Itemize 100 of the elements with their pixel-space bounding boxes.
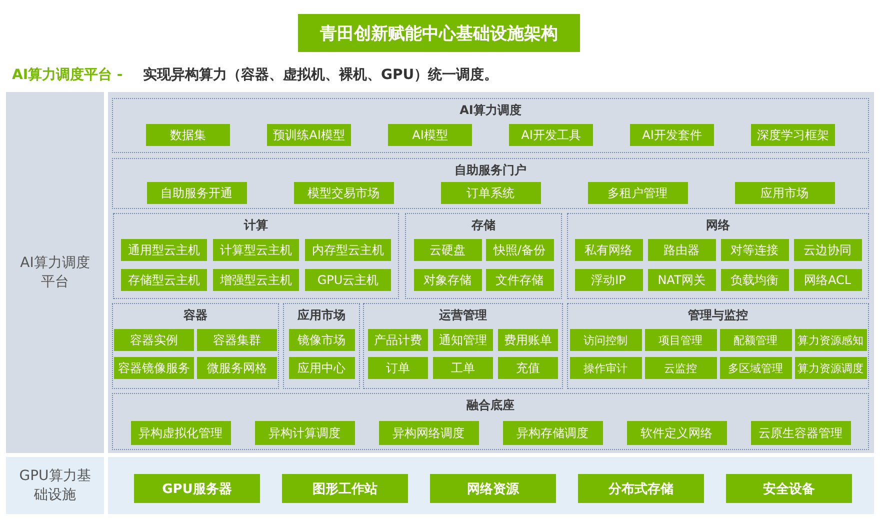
layer-label-panel bbox=[6, 457, 104, 514]
module-tile bbox=[720, 357, 792, 379]
module-tile bbox=[197, 329, 277, 351]
module-label: 算力资源调度 bbox=[798, 360, 864, 376]
module-label: 对象存储 bbox=[424, 272, 472, 288]
module-label: 浮动IP bbox=[591, 272, 626, 288]
module-label: 计算型云主机 bbox=[220, 242, 292, 258]
module-label: 图形工作站 bbox=[312, 480, 378, 498]
group-title: 自助服务门户 bbox=[454, 162, 528, 179]
module-label: 微服务网格 bbox=[207, 360, 267, 376]
module-label: 分布式存储 bbox=[608, 480, 674, 498]
module-tile bbox=[720, 269, 788, 291]
module-label: GPU云主机 bbox=[317, 272, 379, 288]
page-title: 青田创新赋能中心基础设施架构 bbox=[298, 14, 580, 52]
module-label: 私有网络 bbox=[584, 242, 632, 258]
module-label: 通知管理 bbox=[439, 332, 487, 348]
module-tile bbox=[430, 474, 556, 503]
module-label: 异构网络调度 bbox=[392, 424, 464, 442]
module-tile bbox=[305, 269, 391, 291]
layer-label: AI算力调度平台 bbox=[19, 254, 91, 292]
module-group-panel bbox=[112, 158, 869, 209]
module-tile bbox=[720, 239, 788, 261]
module-label: 增强型云主机 bbox=[220, 272, 292, 288]
module-label: 容器集群 bbox=[213, 332, 261, 348]
module-tile bbox=[570, 357, 642, 379]
module-label: 软件定义网络 bbox=[640, 424, 712, 442]
module-tile bbox=[267, 124, 351, 146]
module-tile bbox=[794, 329, 866, 351]
module-tile bbox=[121, 239, 207, 261]
subtitle-heading: AI算力调度平台 - bbox=[12, 66, 123, 84]
module-tile bbox=[254, 421, 354, 445]
module-tile bbox=[213, 269, 299, 291]
module-tile bbox=[574, 239, 642, 261]
module-tile bbox=[574, 269, 642, 291]
module-tile bbox=[486, 269, 554, 291]
module-tile bbox=[294, 182, 394, 204]
module-label: 路由器 bbox=[664, 242, 700, 258]
module-group-panel bbox=[113, 213, 399, 299]
module-label: 订单 bbox=[386, 360, 410, 376]
module-label: 云监控 bbox=[664, 360, 697, 376]
module-tile bbox=[794, 357, 866, 379]
module-label: 模型交易市场 bbox=[308, 184, 380, 202]
module-label: 费用账单 bbox=[504, 332, 552, 348]
group-title: AI算力调度 bbox=[458, 102, 522, 119]
module-tile bbox=[751, 124, 835, 146]
module-label: 快照/备份 bbox=[493, 242, 546, 258]
module-label: 容器镜像服务 bbox=[118, 360, 190, 376]
module-label: 操作审计 bbox=[584, 360, 628, 376]
module-label: 网络ACL bbox=[804, 272, 852, 288]
module-tile bbox=[433, 357, 493, 379]
module-label: 访问控制 bbox=[584, 332, 628, 348]
module-label: 通用型云主机 bbox=[128, 242, 200, 258]
module-label: 应用中心 bbox=[298, 360, 346, 376]
module-label: GPU服务器 bbox=[162, 480, 232, 498]
module-label: 产品计费 bbox=[374, 332, 422, 348]
module-tile bbox=[720, 329, 792, 351]
module-label: 异构存储调度 bbox=[516, 424, 588, 442]
group-title: 计算 bbox=[242, 217, 269, 234]
module-tile bbox=[794, 239, 862, 261]
module-label: 存储型云主机 bbox=[128, 272, 200, 288]
module-label: 工单 bbox=[451, 360, 475, 376]
module-label: 预训练AI模型 bbox=[273, 126, 345, 144]
module-tile bbox=[486, 239, 554, 261]
module-label: 内存型云主机 bbox=[312, 242, 384, 258]
module-label: 深度学习框架 bbox=[757, 126, 829, 144]
group-title: 运营管理 bbox=[438, 307, 488, 324]
module-label: AI模型 bbox=[412, 126, 448, 144]
group-title: 应用市场 bbox=[296, 307, 346, 324]
module-label: 数据集 bbox=[170, 126, 206, 144]
module-group-panel bbox=[283, 303, 360, 389]
module-tile bbox=[388, 124, 472, 146]
module-label: 文件存储 bbox=[496, 272, 544, 288]
module-tile bbox=[626, 421, 726, 445]
group-title: 容器 bbox=[182, 307, 208, 324]
module-label: 安全设备 bbox=[763, 480, 815, 498]
module-label: 负载均衡 bbox=[730, 272, 778, 288]
module-tile bbox=[440, 182, 540, 204]
module-group-panel bbox=[567, 213, 869, 299]
module-tile bbox=[498, 329, 558, 351]
module-tile bbox=[130, 421, 230, 445]
module-label: 充值 bbox=[516, 360, 540, 376]
module-tile bbox=[414, 239, 482, 261]
module-tile bbox=[197, 357, 277, 379]
module-tile bbox=[282, 474, 408, 503]
module-label: 对等连接 bbox=[730, 242, 778, 258]
group-title: 存储 bbox=[470, 217, 496, 234]
module-label: 异构虚拟化管理 bbox=[138, 424, 222, 442]
module-group-panel bbox=[363, 303, 563, 389]
module-group-panel bbox=[567, 303, 869, 389]
module-label: 项目管理 bbox=[658, 332, 702, 348]
module-label: 多区域管理 bbox=[728, 360, 783, 376]
module-tile bbox=[644, 357, 716, 379]
layer-label-panel bbox=[6, 92, 104, 453]
module-group-panel bbox=[112, 393, 869, 450]
subtitle-text: 实现异构算力（容器、虚拟机、裸机、GPU）统一调度。 bbox=[143, 66, 498, 84]
module-label: NAT网关 bbox=[658, 272, 706, 288]
module-tile bbox=[146, 124, 230, 146]
module-label: 网络资源 bbox=[467, 480, 519, 498]
module-tile bbox=[570, 329, 642, 351]
module-label: 云边协同 bbox=[804, 242, 852, 258]
